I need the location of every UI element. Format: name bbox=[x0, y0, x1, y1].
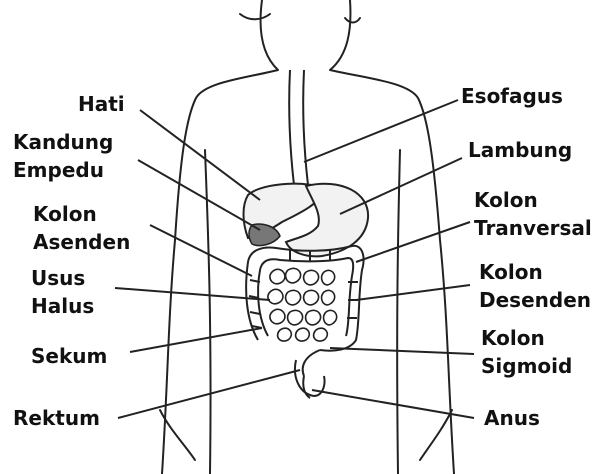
leader-kolon-desenden bbox=[356, 285, 470, 300]
label-lambung: Lambung bbox=[468, 136, 572, 164]
small-intestine-shape bbox=[270, 268, 335, 285]
leader-rektum bbox=[118, 370, 300, 418]
esophagus-shape bbox=[289, 70, 294, 185]
label-kolon-sigmoid: Kolon Sigmoid bbox=[481, 324, 572, 380]
leader-lambung bbox=[340, 158, 462, 214]
leader-kolon-tranversal bbox=[356, 222, 470, 262]
label-kandung-empedu: Kandung Empedu bbox=[13, 128, 113, 184]
label-kolon-asenden: Kolon Asenden bbox=[33, 200, 130, 256]
leader-kolon-asenden bbox=[150, 225, 252, 276]
label-esofagus: Esofagus bbox=[461, 82, 563, 110]
label-hati: Hati bbox=[78, 90, 125, 118]
label-anus: Anus bbox=[484, 404, 540, 432]
label-kolon-tranversal: Kolon Tranversal bbox=[474, 186, 592, 242]
leader-hati bbox=[140, 110, 260, 200]
leader-kandung bbox=[138, 160, 260, 230]
leader-sekum bbox=[130, 328, 262, 352]
label-sekum: Sekum bbox=[31, 342, 107, 370]
leader-kolon-sigmoid bbox=[330, 348, 474, 354]
label-kolon-desenden: Kolon Desenden bbox=[479, 258, 591, 314]
label-usus-halus: Usus Halus bbox=[31, 264, 94, 320]
leader-esofagus bbox=[304, 100, 458, 162]
label-rektum: Rektum bbox=[13, 404, 100, 432]
